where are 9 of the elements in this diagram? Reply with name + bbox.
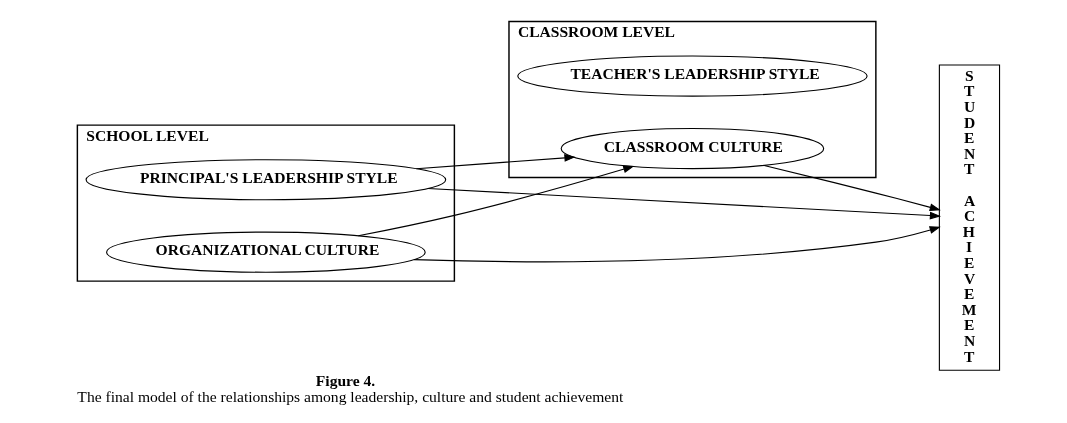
node-ellipse: TEACHER'S LEADERSHIP STYLE	[516, 55, 868, 97]
diagram-title: Figure 4.	[315, 372, 375, 390]
arrow	[426, 187, 941, 220]
node-ellipse: PRINCIPAL'S LEADERSHIP STYLE	[85, 159, 446, 201]
node-box: STUDENT ACHIEVEMENT	[938, 64, 1000, 371]
arrow	[415, 154, 576, 170]
arrow	[412, 226, 941, 263]
arrow	[357, 165, 634, 237]
node-ellipse: ORGANIZATIONAL CULTURE	[105, 231, 426, 273]
